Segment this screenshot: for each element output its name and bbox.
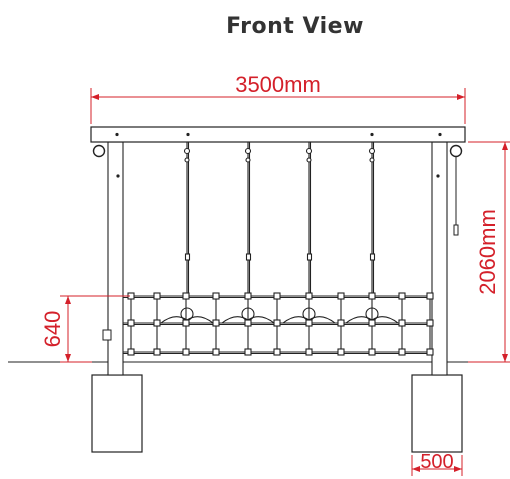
post-bolt (436, 174, 440, 178)
chain-link (183, 147, 191, 155)
chain-link (184, 157, 190, 163)
net-connector (182, 292, 190, 300)
net-connector (305, 292, 313, 300)
net-connector (127, 348, 135, 356)
net-connector (273, 348, 281, 356)
beam-bolts (115, 132, 442, 137)
net-connector (398, 319, 406, 327)
net-connector (244, 348, 252, 356)
dimension-arrows (65, 94, 508, 472)
net-connector (337, 319, 345, 327)
hanging-chains (180, 142, 379, 321)
net-connector (182, 348, 190, 356)
net-connector (212, 348, 220, 356)
net-connector (305, 319, 313, 327)
chain-link (306, 157, 312, 163)
chain-clip (184, 253, 191, 261)
net-connector (337, 292, 345, 300)
chain-link (368, 147, 376, 155)
right-footing (411, 374, 463, 453)
height-dimension-label: 2060mm (475, 209, 500, 295)
net-connector (127, 319, 135, 327)
net-ring-rope (282, 316, 336, 324)
left-footing (91, 374, 143, 453)
net-connector (273, 292, 281, 300)
chain-clip (306, 253, 313, 261)
chain-clip (369, 253, 376, 261)
net-connector (305, 348, 313, 356)
chain-link (369, 157, 375, 163)
footing-width-dimension-label: 500 (420, 451, 453, 473)
right-post (431, 141, 448, 376)
climbing-net (123, 292, 434, 356)
net-connector (426, 319, 434, 327)
net-connector (368, 348, 376, 356)
chain-link (244, 147, 252, 155)
net-ring-rope (345, 316, 399, 324)
net-connector (153, 292, 161, 300)
side-hook (102, 329, 112, 341)
net-connector (398, 348, 406, 356)
net-height-dimension-label: 640 (40, 311, 65, 348)
net-ring-rope (160, 316, 214, 324)
chain-clip (245, 253, 252, 261)
net-connector (153, 348, 161, 356)
rope-end (453, 224, 459, 236)
net-connector (182, 319, 190, 327)
net-connector (337, 348, 345, 356)
net-connector (273, 319, 281, 327)
net-connector (426, 348, 434, 356)
chain-link (305, 147, 313, 155)
net-connector (426, 292, 434, 300)
drawing-title: Front View (226, 14, 364, 39)
dimension-lines (60, 88, 510, 476)
post-bolt (116, 174, 120, 178)
net-connector (368, 292, 376, 300)
chain-link (245, 157, 251, 163)
net-ring-rope (221, 316, 275, 324)
net-connector (212, 319, 220, 327)
width-dimension-label: 3500mm (235, 72, 321, 97)
net-connector (244, 292, 252, 300)
net-connector (244, 319, 252, 327)
net-connector (153, 319, 161, 327)
net-connector (398, 292, 406, 300)
beam-end-clamp (92, 144, 463, 158)
top-beam (90, 126, 466, 143)
net-connector (368, 319, 376, 327)
net-connector (212, 292, 220, 300)
